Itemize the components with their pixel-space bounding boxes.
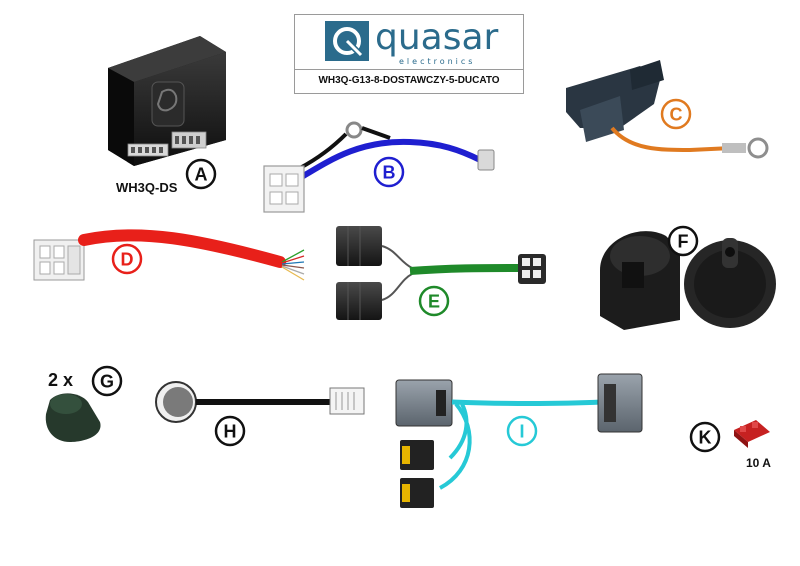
socket-f [600,231,776,330]
marker-circle [185,158,217,190]
marker-a: A [185,158,217,190]
marker-f: F [667,225,699,257]
marker-letter: F [678,232,689,252]
marker-k: K [689,421,721,453]
marker-circle [418,285,450,317]
marker-letter: K [699,428,712,448]
cable-e [336,226,546,320]
marker-letter: G [100,372,114,392]
logo-divider [295,69,523,70]
marker-letter: B [383,163,396,183]
marker-letter: I [519,422,524,442]
marker-d: D [111,243,143,275]
marker-circle [214,415,246,447]
brand-tagline: electronics [399,57,476,66]
marker-b: B [373,156,405,188]
marker-circle [111,243,143,275]
marker-letter: E [428,292,440,312]
fuse-k [734,420,770,448]
cable-d [33,229,305,281]
fuse-holder-c [566,60,769,159]
marker-circle [91,365,123,397]
marker-e: E [418,285,450,317]
marker-circle [660,98,692,130]
marker-circle [373,156,405,188]
part-k-caption: 10 A [746,456,771,470]
quasar-logo-icon [325,21,369,61]
marker-letter: C [670,105,683,125]
marker-letter: D [121,250,134,270]
marker-letter: H [224,422,237,442]
marker-circle [689,421,721,453]
part-g-prefix: 2 x [48,370,74,390]
brand-logo: quasar electronics WH3Q-G13-8-DOSTAWCZY-… [294,14,524,94]
grommet-g [45,393,101,442]
part-a-caption: WH3Q-DS [116,180,178,195]
cable-b [263,121,495,213]
marker-circle [667,225,699,257]
brand-name: quasar [375,17,499,58]
marker-g: G [91,365,123,397]
harness-i [395,373,643,508]
marker-letter: A [195,165,208,185]
marker-circle [506,415,538,447]
product-code: WH3Q-G13-8-DOSTAWCZY-5-DUCATO [318,75,500,86]
marker-h: H [214,415,246,447]
marker-c: C [660,98,692,130]
cable-h [155,381,365,423]
marker-i: I [506,415,538,447]
module-a [108,36,226,166]
